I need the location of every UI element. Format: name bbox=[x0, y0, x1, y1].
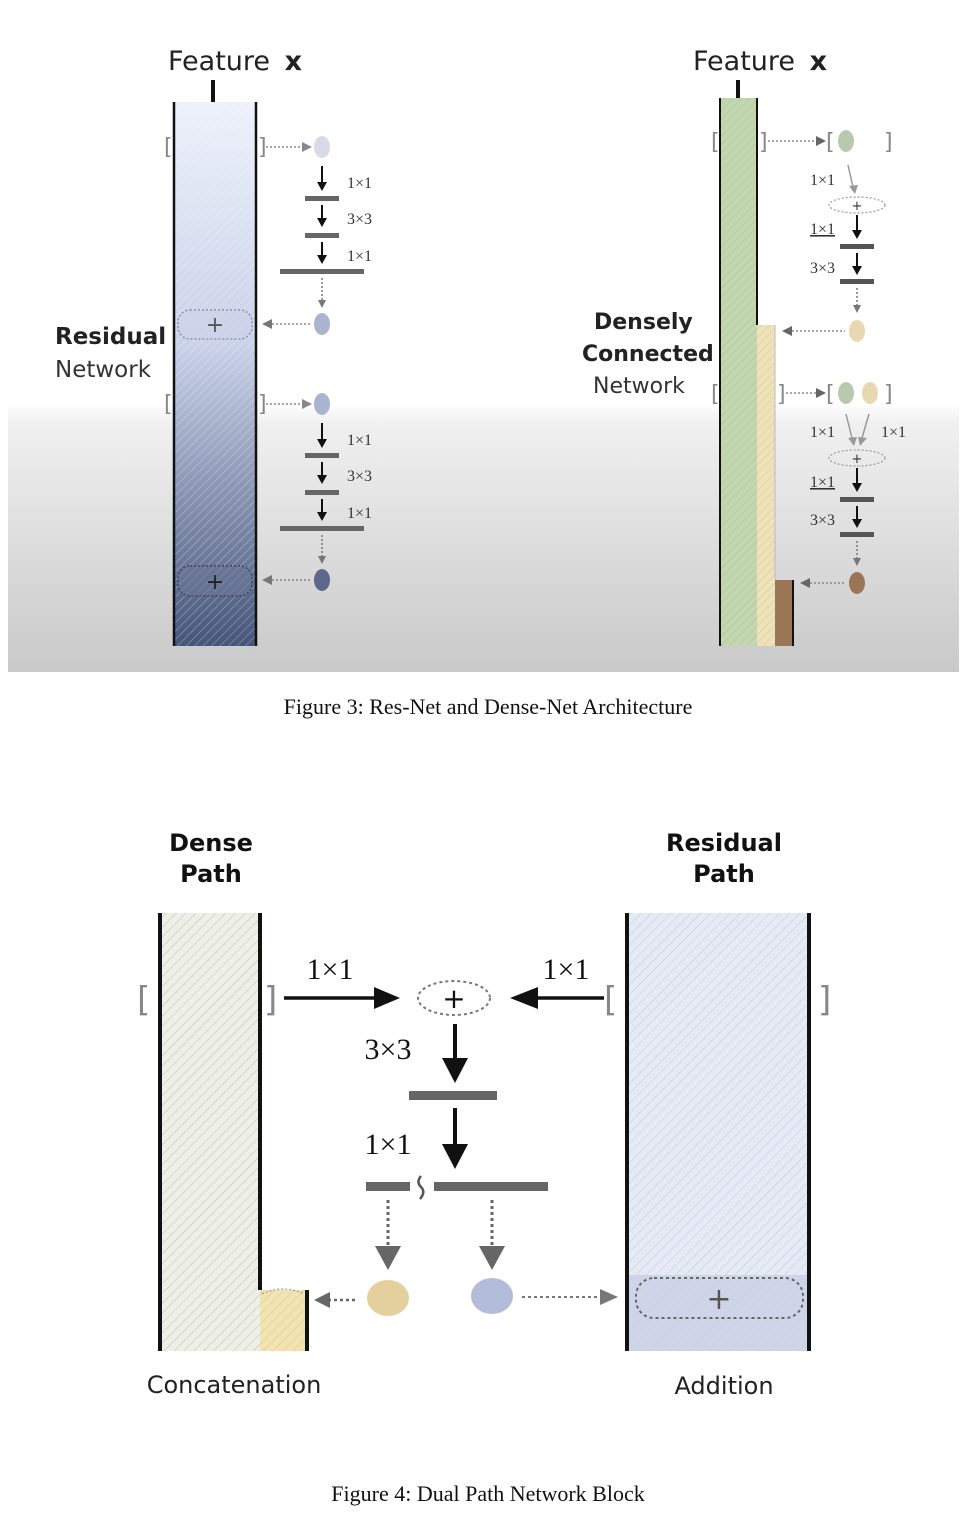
res-kernel-2a: 1×1 bbox=[347, 432, 372, 449]
svg-text:]: ] bbox=[884, 130, 893, 155]
residual-network: Feature x Residual Network [ ] 1×1 3×3 1… bbox=[55, 46, 372, 646]
dense-title-1: Densely bbox=[594, 310, 693, 335]
lower-kernel-label: 1×1 bbox=[365, 1128, 412, 1161]
res-node-1-out bbox=[314, 313, 330, 335]
split-bar-right bbox=[434, 1182, 548, 1191]
left-kernel-label: 1×1 bbox=[307, 953, 354, 986]
svg-text:]: ] bbox=[777, 382, 786, 407]
svg-text:+: + bbox=[206, 313, 224, 338]
addition-label: Addition bbox=[674, 1372, 773, 1400]
svg-text:[: [ bbox=[711, 130, 720, 155]
residual-title-normal: Network bbox=[55, 357, 152, 383]
svg-text:[: [ bbox=[826, 130, 835, 155]
res-add-1 bbox=[177, 309, 253, 340]
svg-text:[: [ bbox=[826, 382, 835, 407]
dense-bracket-left: [ bbox=[137, 980, 150, 1020]
residual-output-node bbox=[471, 1278, 513, 1314]
residual-title-bold: Residual bbox=[55, 324, 166, 350]
res-kernel-1c: 1×1 bbox=[347, 248, 372, 265]
sum-node bbox=[417, 980, 491, 1016]
figure-4-caption: Figure 4: Dual Path Network Block bbox=[331, 1481, 645, 1506]
svg-text:+: + bbox=[206, 570, 224, 595]
bracket-left-2: [ bbox=[164, 392, 173, 417]
dense-node-2b bbox=[862, 382, 878, 404]
figure-3-caption: Figure 3: Res-Net and Dense-Net Architec… bbox=[283, 694, 693, 719]
res-kernel-2c: 1×1 bbox=[347, 505, 372, 522]
res-kernel-1b: 3×3 bbox=[347, 211, 372, 228]
svg-text:3×3: 3×3 bbox=[810, 512, 835, 529]
svg-text:1×1: 1×1 bbox=[881, 424, 906, 441]
res-kernel-1a: 1×1 bbox=[347, 175, 372, 192]
dense-output-node bbox=[367, 1280, 409, 1316]
svg-text:+: + bbox=[852, 199, 863, 214]
svg-text:[: [ bbox=[711, 382, 720, 407]
dense-title-3: Network bbox=[593, 374, 685, 399]
svg-text:+: + bbox=[442, 982, 465, 1015]
figure-4: Dense Path Residual Path + [ ] [ ] 1×1 1… bbox=[0, 800, 976, 1420]
bracket-right-1: ] bbox=[258, 135, 267, 160]
res-node-1 bbox=[314, 136, 330, 158]
dense-network: Feature x Densely Connected Network [ ] … bbox=[582, 46, 906, 646]
bracket-left-1: [ bbox=[164, 135, 173, 160]
concatenation-label: Concatenation bbox=[147, 1371, 322, 1399]
dense-path-title-1: Dense bbox=[169, 829, 253, 857]
svg-text:+: + bbox=[852, 452, 863, 467]
dense-node-2a bbox=[838, 382, 854, 404]
mid-kernel-label: 3×3 bbox=[365, 1033, 412, 1066]
res-node-2-out bbox=[314, 569, 330, 591]
residual-bracket-right: ] bbox=[818, 980, 831, 1020]
right-kernel-label: 1×1 bbox=[543, 953, 590, 986]
svg-text:]: ] bbox=[884, 382, 893, 407]
svg-text:1×1: 1×1 bbox=[810, 424, 835, 441]
figure-3-diagram: Feature x Residual Network [ ] 1×1 3×3 1… bbox=[8, 0, 959, 672]
dense-node-2-out bbox=[849, 572, 865, 594]
dense-bracket-right: ] bbox=[264, 980, 277, 1020]
figure-3-background bbox=[8, 0, 959, 672]
svg-text:3×3: 3×3 bbox=[810, 260, 835, 277]
svg-text:1×1: 1×1 bbox=[810, 221, 835, 238]
svg-text:+: + bbox=[706, 1282, 731, 1317]
svg-text:1×1: 1×1 bbox=[810, 172, 835, 189]
res-node-2 bbox=[314, 393, 330, 415]
residual-path-title-2: Path bbox=[693, 860, 755, 888]
dense-path-title-2: Path bbox=[180, 860, 242, 888]
feature-label-dense: Feature x bbox=[693, 46, 827, 77]
res-add-2 bbox=[177, 565, 253, 597]
feature-label-res: Feature x bbox=[168, 46, 302, 77]
bracket-right-2: ] bbox=[258, 392, 267, 417]
res-kernel-2b: 3×3 bbox=[347, 468, 372, 485]
figure-3: Feature x Residual Network [ ] 1×1 3×3 1… bbox=[0, 0, 976, 680]
dense-brown-column bbox=[775, 580, 793, 646]
residual-path-title-1: Residual bbox=[666, 829, 782, 857]
figure-4-diagram: Dense Path Residual Path + [ ] [ ] 1×1 1… bbox=[137, 829, 831, 1400]
svg-text:]: ] bbox=[759, 130, 768, 155]
dense-node-1-out bbox=[849, 320, 865, 342]
conv-3x3-bar bbox=[409, 1091, 497, 1100]
svg-text:1×1: 1×1 bbox=[810, 474, 835, 491]
dense-node-1 bbox=[838, 130, 854, 152]
split-bar-left bbox=[366, 1182, 410, 1191]
dense-title-2: Connected bbox=[582, 342, 714, 367]
residual-bracket-left: [ bbox=[604, 980, 617, 1020]
